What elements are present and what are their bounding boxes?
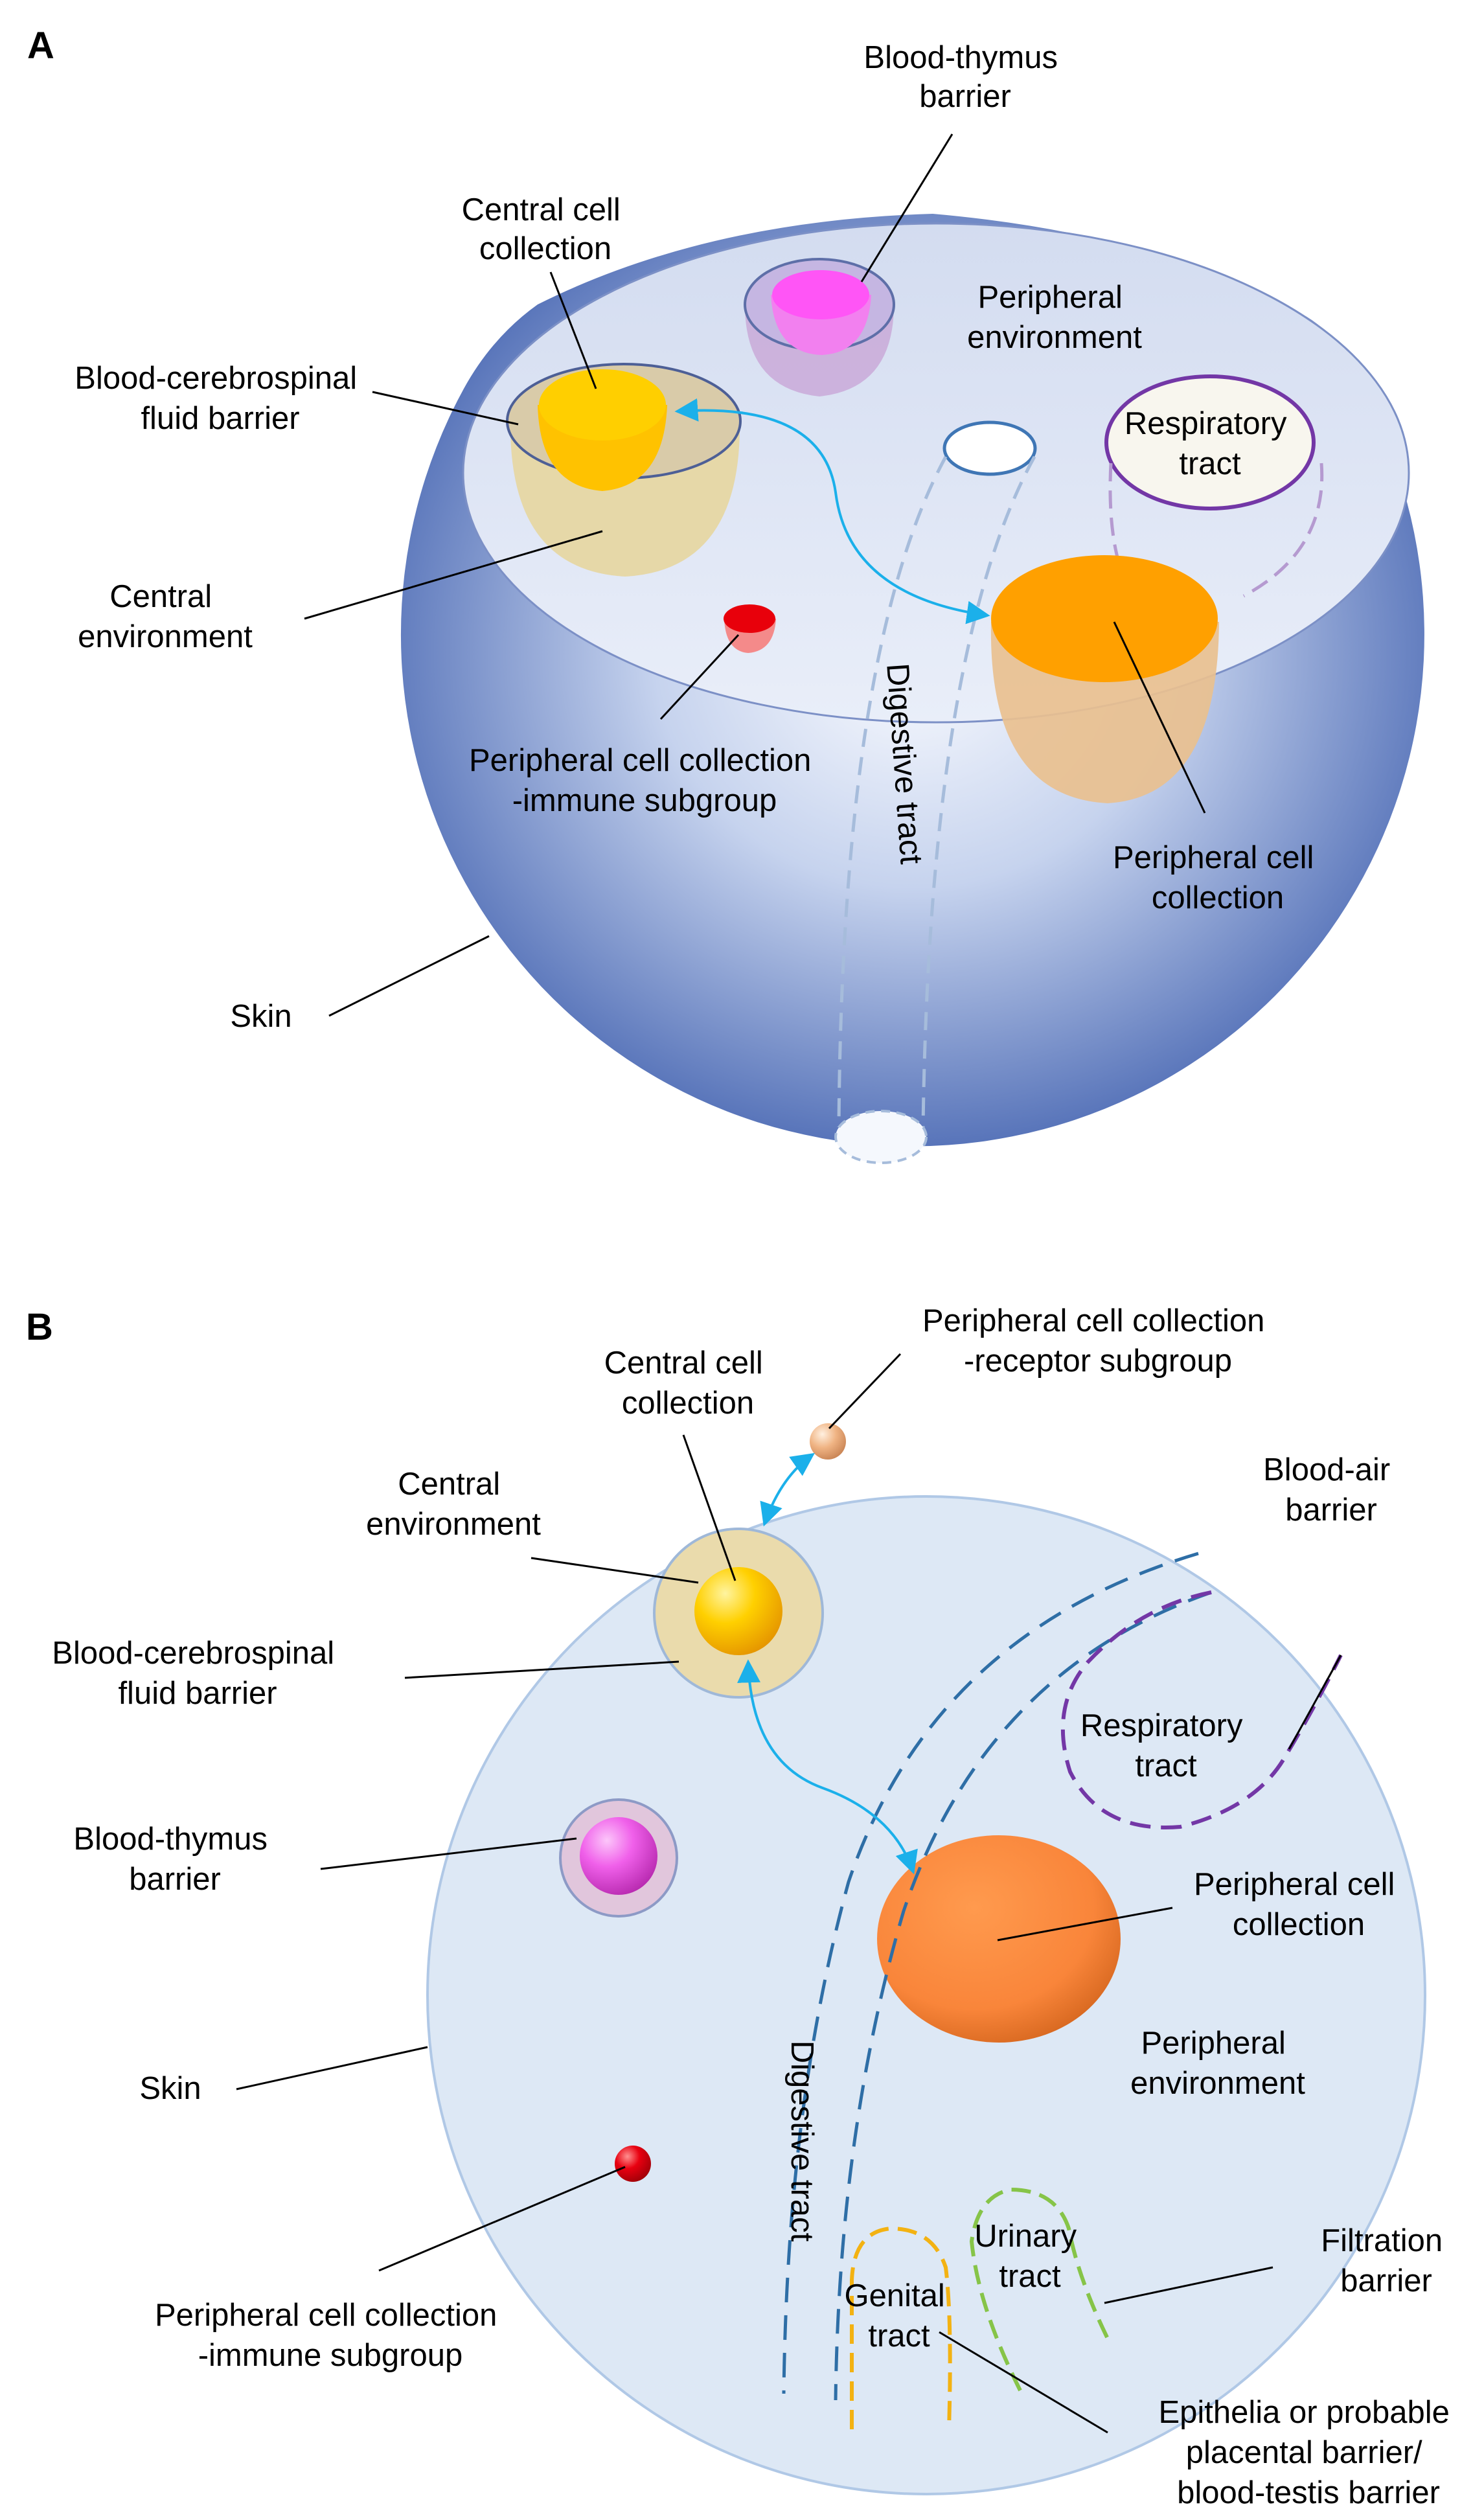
label-central-environment-a: Central environment (78, 579, 253, 654)
panel-b-letter: B (26, 1306, 53, 1348)
urinary-tract-b (969, 2187, 1113, 2392)
immune-cell-b (615, 2146, 651, 2182)
label-respiratory-a: Respiratory tract (1124, 406, 1296, 481)
label-filtration-b: Filtration barrier (1321, 2223, 1452, 2298)
peripheral-cell-a (991, 555, 1218, 682)
arrow-central-to-receptor-b (760, 1452, 815, 1527)
label-peripheral-cell-a: Peripheral cell collection (1113, 840, 1323, 915)
leader-blood-air-b (1288, 1655, 1342, 1750)
leader-skin-b (236, 2046, 428, 2090)
label-blood-thymus-a: Blood-thymus barrier (863, 40, 1066, 114)
label-blood-thymus-b: Blood-thymus barrier (73, 1822, 276, 1897)
leader-peripheral-cell-a (1113, 621, 1206, 814)
leader-immune-b (378, 2166, 626, 2272)
leader-receptor-b (828, 1353, 902, 1430)
leader-immune-a (659, 634, 740, 720)
label-peripheral-cell-b: Peripheral cell collection (1194, 1867, 1404, 1942)
leader-central-env-a (304, 530, 603, 620)
label-skin-b: Skin (139, 2071, 201, 2106)
label-skin-a: Skin (230, 999, 291, 1034)
peripheral-cell-cup-a (990, 555, 1219, 803)
label-central-cell-a: Central cell collection (462, 192, 630, 266)
label-genital-b: Genital tract (845, 2278, 954, 2354)
label-immune-b: Peripheral cell collection -immune subgr… (155, 2298, 506, 2373)
leader-epithelia-b (939, 2331, 1108, 2434)
panel-a-letter: A (27, 25, 54, 67)
central-cell-a (539, 369, 666, 441)
leader-bcsf-b (404, 1660, 679, 1679)
label-respiratory-b: Respiratory tract (1080, 1708, 1251, 1783)
leader-central-cell-b (682, 1434, 736, 1581)
leader-central-cell-a (549, 271, 597, 389)
receptor-cell-b (810, 1423, 846, 1460)
thymus-cell-b (580, 1817, 657, 1895)
label-central-cell-b: Central cell collection (604, 1346, 772, 1421)
leader-peripheral-cell-b (997, 1907, 1173, 1942)
central-cell-b (694, 1567, 782, 1655)
label-peripheral-environment-a: Peripheral environment (967, 280, 1142, 355)
label-receptor-b: Peripheral cell collection -receptor sub… (922, 1303, 1273, 1379)
panel-b: B (26, 1303, 1458, 2510)
label-immune-a: Peripheral cell collection -immune subgr… (469, 743, 820, 818)
arrow-central-to-peripheral-a (674, 398, 990, 624)
label-urinary-b: Urinary tract (974, 2219, 1086, 2294)
label-central-environment-b: Central environment (366, 1467, 541, 1542)
peripheral-cell-b (877, 1835, 1121, 2043)
label-peripheral-environment-b: Peripheral environment (1130, 2026, 1305, 2101)
panel-a: A (27, 25, 1424, 1164)
blood-thymus-barrier-cup (744, 258, 895, 396)
leader-central-env-b (531, 1557, 699, 1584)
leader-blood-thymus-b (320, 1837, 577, 1870)
label-blood-air-b: Blood-air barrier (1263, 1452, 1399, 1528)
label-epithelia-b: Epithelia or probable placental barrier/… (1158, 2395, 1458, 2510)
respiratory-tract-a (1104, 374, 1324, 624)
label-bcsf-a: Blood-cerebrospinal fluid barrier (74, 361, 365, 436)
digestive-tract-b (782, 1552, 1212, 2401)
leader-blood-thymus-a (860, 133, 953, 282)
arrow-central-to-peripheral-b (737, 1659, 918, 1875)
genital-tract-b (850, 2226, 952, 2430)
leader-bcsf-a (372, 391, 519, 426)
leader-skin-a (328, 935, 490, 1017)
label-bcsf-b: Blood-cerebrospinal fluid barrier (52, 1636, 343, 1711)
leader-filtration-b (1104, 2266, 1273, 2304)
label-digestive-b: Digestive tract (784, 2041, 819, 2242)
